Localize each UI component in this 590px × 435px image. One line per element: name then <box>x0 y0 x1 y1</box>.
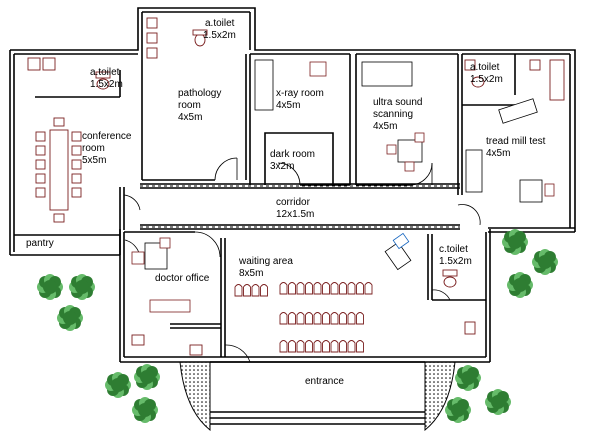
shrub <box>132 397 158 423</box>
label-xray: x-ray room <box>276 88 324 99</box>
label-darkroom: dark room <box>270 149 316 160</box>
threshold-marks <box>140 185 460 228</box>
waiting-seat <box>347 340 356 353</box>
waiting-seat <box>296 340 305 353</box>
waiting-seat <box>234 284 243 297</box>
label-waiting: waiting area <box>239 256 293 267</box>
label-treadmill-size: 4x5m <box>486 148 511 159</box>
shrub <box>485 389 511 415</box>
waiting-seat <box>260 284 268 297</box>
label-doctor: doctor office <box>155 273 210 284</box>
label-conference-2: room <box>82 143 105 154</box>
waiting-seat <box>296 312 305 325</box>
waiting-seat <box>243 284 251 297</box>
shrubs <box>37 229 558 423</box>
waiting-seat <box>296 282 305 295</box>
waiting-seat <box>313 312 322 325</box>
shrub <box>507 272 533 298</box>
label-toilet-right-size: 1.5x2m <box>470 74 503 85</box>
waiting-seat <box>251 284 260 297</box>
shrub <box>69 274 95 300</box>
shrub <box>134 364 160 390</box>
waiting-seat <box>279 312 288 325</box>
waiting-seat <box>356 282 364 295</box>
waiting-seat <box>322 340 330 353</box>
label-ultrasound-size: 4x5m <box>373 121 398 132</box>
label-treadmill: tread mill test <box>486 136 546 147</box>
label-ctoilet: c.toilet <box>439 244 468 255</box>
shrub <box>502 229 528 255</box>
label-entrance: entrance <box>305 376 344 387</box>
waiting-seat <box>288 312 296 325</box>
shrub <box>532 249 558 275</box>
waiting-seat <box>322 312 330 325</box>
label-pantry: pantry <box>26 238 54 249</box>
shrub <box>57 305 83 331</box>
shrub <box>455 365 481 391</box>
label-pathology-size: 4x5m <box>178 112 203 123</box>
label-toilet-left: a.toilet <box>90 67 120 78</box>
waiting-seat <box>339 282 347 295</box>
label-toilet-left-size: 1.5x2m <box>90 79 123 90</box>
waiting-seat <box>322 282 330 295</box>
label-toilet-right: a.toilet <box>470 62 500 73</box>
waiting-seat <box>356 312 364 325</box>
waiting-seat <box>330 312 339 325</box>
waiting-seat <box>313 340 322 353</box>
waiting-seat <box>313 282 322 295</box>
label-toilet-top-size: 1.5x2m <box>203 30 236 41</box>
waiting-seat <box>305 312 313 325</box>
waiting-seat <box>356 340 364 353</box>
fixtures <box>27 17 565 356</box>
label-pathology-1: pathology <box>178 88 222 99</box>
waiting-seat <box>330 340 339 353</box>
label-pathology-2: room <box>178 100 201 111</box>
label-ultrasound-2: scanning <box>373 109 414 120</box>
label-xray-size: 4x5m <box>276 100 301 111</box>
waiting-seat <box>279 340 288 353</box>
shrub <box>445 397 471 423</box>
shrub <box>37 274 63 300</box>
waiting-seat <box>347 282 356 295</box>
waiting-seat <box>288 282 296 295</box>
waiting-seat <box>279 282 288 295</box>
shrub <box>105 372 131 398</box>
label-ultrasound-1: ultra sound <box>373 97 423 108</box>
label-conference-1: conference <box>82 131 132 142</box>
waiting-seat <box>339 312 347 325</box>
waiting-seat <box>305 340 313 353</box>
room-furniture <box>131 59 555 313</box>
waiting-seat <box>364 282 373 295</box>
waiting-seats <box>234 282 373 353</box>
waiting-seat <box>288 340 296 353</box>
label-ctoilet-size: 1.5x2m <box>439 256 472 267</box>
label-corridor: corridor <box>276 197 310 208</box>
conference-furniture <box>35 117 82 223</box>
doors <box>123 157 481 363</box>
waiting-seat <box>347 312 356 325</box>
waiting-seat <box>330 282 339 295</box>
label-waiting-size: 8x5m <box>239 268 264 279</box>
label-darkroom-size: 3x2m <box>270 161 295 172</box>
label-toilet-top: a.toilet <box>205 18 235 29</box>
label-corridor-size: 12x1.5m <box>276 209 315 220</box>
label-conference-size: 5x5m <box>82 155 107 166</box>
waiting-seat <box>305 282 313 295</box>
waiting-seat <box>339 340 347 353</box>
planters <box>179 361 456 432</box>
